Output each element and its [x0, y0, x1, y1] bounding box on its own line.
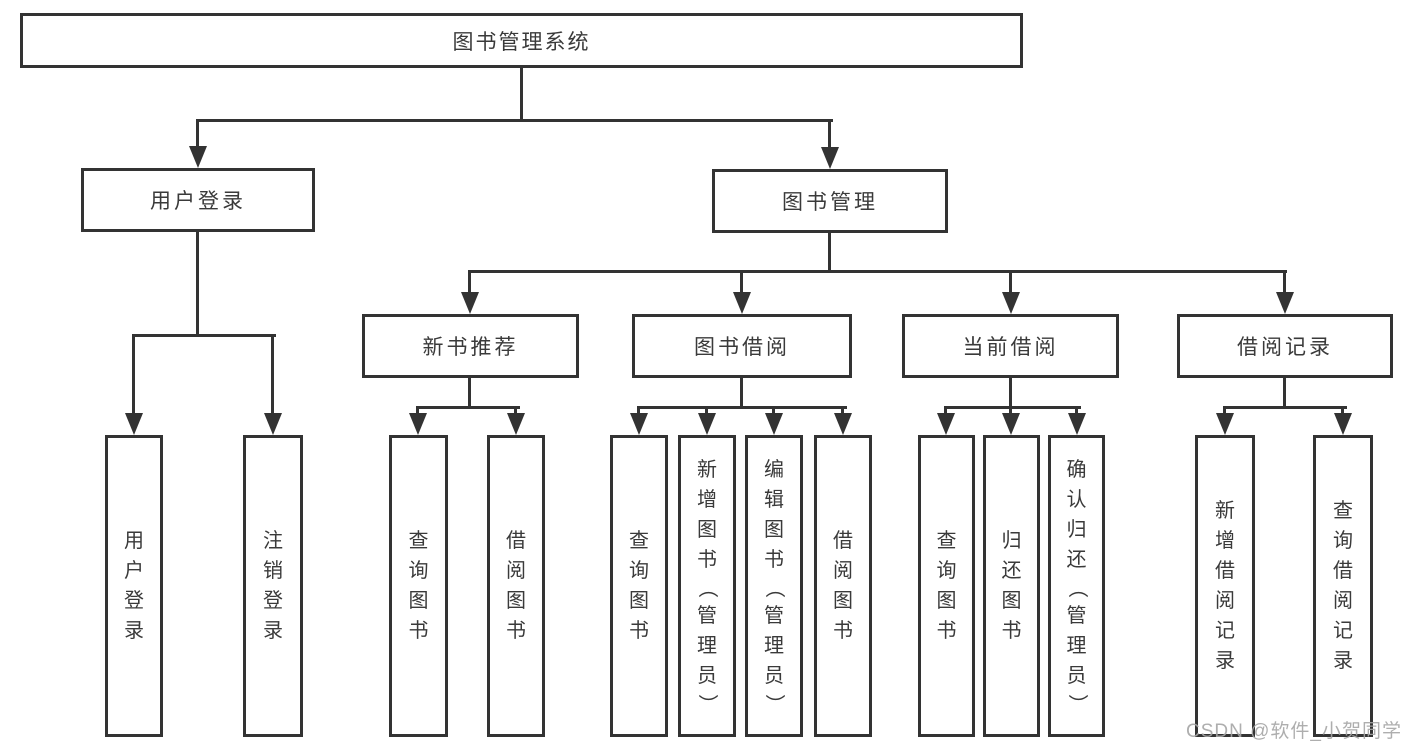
leaf-label: 借阅图书: [506, 530, 526, 642]
arrow-down-icon: [1334, 413, 1352, 435]
connector-root-branch: [197, 119, 833, 122]
leaf-user-login: 用户登录: [105, 435, 163, 737]
node-label: 图书管理系统: [452, 30, 591, 54]
leaf-label: 注销登录: [263, 530, 283, 642]
connector-branch: [132, 334, 276, 337]
arrow-down-icon: [630, 413, 648, 435]
connector-stem: [468, 376, 471, 409]
arrow-down-icon: [1002, 413, 1020, 435]
arrow-down-icon: [733, 292, 751, 314]
leaf-label: 确认归还（管理员）: [1065, 459, 1088, 714]
connector-stem: [1009, 406, 1012, 416]
connector-stem: [196, 119, 199, 148]
arrow-down-icon: [409, 413, 427, 435]
node-label: 借阅记录: [1237, 336, 1333, 359]
connector-branch: [1223, 406, 1347, 409]
node-user-login: 用户登录: [81, 168, 315, 232]
connector-stem: [944, 406, 947, 416]
leaf-add-book-admin: 新增图书（管理员）: [678, 435, 736, 737]
arrow-down-icon: [189, 146, 207, 168]
connector-stem: [1283, 376, 1286, 409]
connector-stem: [1009, 376, 1012, 409]
connector-root-stem: [520, 66, 523, 121]
connector-stem: [416, 406, 419, 416]
node-new-book-recommendation: 新书推荐: [362, 314, 579, 378]
arrow-down-icon: [834, 413, 852, 435]
node-library-management-system: 图书管理系统: [20, 13, 1023, 68]
node-label: 用户登录: [150, 190, 246, 213]
leaf-borrow-books-recommend: 借阅图书: [487, 435, 545, 737]
leaf-label: 编辑图书（管理员）: [763, 459, 785, 714]
connector-stem: [1283, 270, 1286, 294]
connector-stem: [828, 119, 831, 149]
arrow-down-icon: [1276, 292, 1294, 314]
node-borrowing-records: 借阅记录: [1177, 314, 1393, 378]
leaf-borrow-books-borrowing: 借阅图书: [814, 435, 872, 737]
leaf-label: 归还图书: [1001, 530, 1022, 642]
arrow-down-icon: [821, 147, 839, 169]
csdn-watermark: CSDN @软件_小贺同学: [1186, 721, 1402, 742]
connector-stem: [1009, 270, 1012, 294]
connector-stem: [772, 406, 775, 416]
leaf-label: 查询图书: [629, 530, 649, 642]
leaf-query-books-current: 查询图书: [918, 435, 975, 737]
leaf-label: 查询图书: [408, 530, 429, 642]
arrow-down-icon: [461, 292, 479, 314]
leaf-query-borrow-record: 查询借阅记录: [1313, 435, 1373, 737]
connector-stem: [841, 406, 844, 416]
leaf-label: 借阅图书: [833, 530, 853, 642]
leaf-confirm-return-admin: 确认归还（管理员）: [1048, 435, 1105, 737]
connector-stem: [196, 230, 199, 336]
connector-stem: [705, 406, 708, 416]
leaf-query-books-recommend: 查询图书: [389, 435, 448, 737]
connector-stem: [828, 231, 831, 272]
leaf-return-books: 归还图书: [983, 435, 1040, 737]
leaf-label: 用户登录: [124, 530, 144, 642]
leaf-logout: 注销登录: [243, 435, 303, 737]
connector-stem: [1223, 406, 1226, 416]
connector-branch: [944, 406, 1081, 409]
connector-stem: [637, 406, 640, 416]
connector-stem: [514, 406, 517, 416]
leaf-add-borrow-record: 新增借阅记录: [1195, 435, 1255, 737]
arrow-down-icon: [1002, 292, 1020, 314]
connector-stem: [1075, 406, 1078, 416]
connector-branch: [416, 406, 520, 409]
arrow-down-icon: [1068, 413, 1086, 435]
connector-stem: [468, 270, 471, 294]
arrow-down-icon: [765, 413, 783, 435]
connector-stem: [132, 334, 135, 415]
connector-branch: [468, 270, 1287, 273]
leaf-label: 查询图书: [936, 530, 957, 642]
leaf-query-books-borrowing: 查询图书: [610, 435, 668, 737]
connector-stem: [740, 376, 743, 409]
connector-stem: [1341, 406, 1344, 416]
leaf-label: 新增借阅记录: [1215, 500, 1235, 672]
arrow-down-icon: [1216, 413, 1234, 435]
leaf-label: 查询借阅记录: [1333, 500, 1353, 672]
node-current-borrowing: 当前借阅: [902, 314, 1119, 378]
connector-branch: [637, 406, 847, 409]
connector-stem: [740, 270, 743, 294]
leaf-label: 新增图书（管理员）: [696, 459, 718, 714]
node-label: 图书管理: [782, 191, 878, 214]
arrow-down-icon: [937, 413, 955, 435]
connector-stem: [271, 334, 274, 415]
node-book-borrowing: 图书借阅: [632, 314, 852, 378]
arrow-down-icon: [507, 413, 525, 435]
node-label: 新书推荐: [422, 336, 519, 359]
arrow-down-icon: [698, 413, 716, 435]
leaf-edit-book-admin: 编辑图书（管理员）: [745, 435, 803, 737]
node-label: 当前借阅: [962, 336, 1059, 359]
node-label: 图书借阅: [694, 336, 790, 359]
arrow-down-icon: [125, 413, 143, 435]
node-book-management: 图书管理: [712, 169, 948, 233]
arrow-down-icon: [264, 413, 282, 435]
